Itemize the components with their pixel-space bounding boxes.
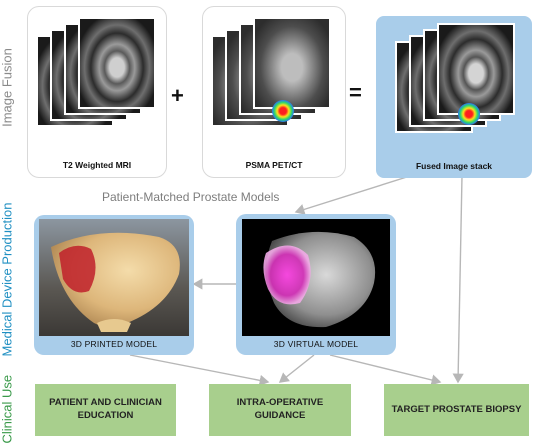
mri-card: T2 Weighted MRI (27, 6, 167, 178)
virtual-model-box: 3D VIRTUAL MODEL (236, 214, 396, 355)
arrow-printed-to-guidance (129, 354, 270, 386)
use-box-education: PATIENT AND CLINICIAN EDUCATION (35, 384, 176, 436)
models-heading: Patient-Matched Prostate Models (102, 190, 280, 204)
use-box-guidance: INTRA-OPERATIVE GUIDANCE (209, 384, 351, 436)
arrow-virtual-to-guidance (278, 354, 315, 383)
virtual-model-image (242, 219, 390, 336)
fused-label: Fused Image stack (415, 161, 493, 171)
virtual-model-label: 3D VIRTUAL MODEL (273, 339, 359, 349)
arrow-fused-to-biopsy (452, 175, 464, 384)
plus-sign: + (171, 83, 184, 108)
arrow-virtual-to-biopsy (329, 354, 442, 386)
pet-card: PSMA PET/CT (202, 6, 346, 178)
arrow-fused-to-virtual (294, 175, 411, 215)
fused-card: Fused Image stack (376, 16, 532, 178)
printed-model-label: 3D PRINTED MODEL (70, 339, 158, 349)
use-box-biopsy: TARGET PROSTATE BIOPSY (384, 384, 529, 436)
mri-label: T2 Weighted MRI (62, 160, 132, 170)
printed-model-box: 3D PRINTED MODEL (34, 215, 194, 355)
printed-model-image (39, 219, 189, 336)
equals-sign: = (349, 80, 362, 105)
pet-label: PSMA PET/CT (245, 160, 303, 170)
